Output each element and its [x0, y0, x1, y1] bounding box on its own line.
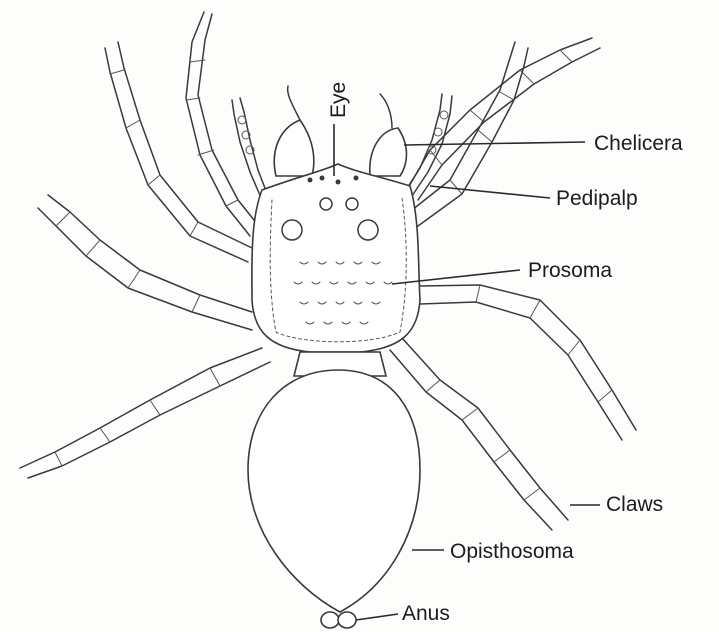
leg-right-2 [412, 42, 528, 226]
leg-right-3 [420, 285, 636, 440]
leg-left-2 [105, 42, 252, 262]
anus-leader [356, 614, 398, 620]
anus-label: Anus [402, 602, 450, 625]
pedipalp-leader [430, 186, 550, 198]
prosoma [252, 164, 420, 352]
chelicera-label: Chelicera [594, 132, 683, 155]
eye-label: Eye [327, 82, 350, 118]
leg-left-1 [186, 12, 262, 236]
pedipalp-label: Pedipalp [556, 187, 638, 210]
opisthosoma-label: Opisthosoma [450, 540, 574, 563]
opisthosoma [248, 370, 420, 612]
anus [321, 612, 356, 628]
claws-label: Claws [606, 493, 663, 516]
leg-left-4 [20, 348, 270, 478]
prosoma-label: Prosoma [528, 259, 612, 282]
leg-left-3 [38, 195, 252, 330]
